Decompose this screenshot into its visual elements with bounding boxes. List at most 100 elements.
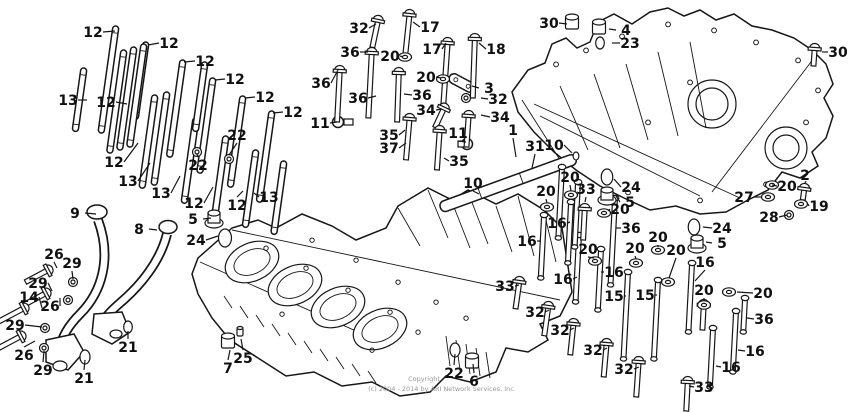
leader-line (602, 347, 608, 351)
callout-36: 36 (348, 91, 367, 107)
callout-36: 36 (754, 312, 773, 328)
washer (650, 245, 666, 255)
leader-line (403, 93, 413, 96)
leader-line (399, 55, 404, 58)
pipe9-flange (86, 204, 108, 220)
washer (696, 300, 712, 310)
leader-line (24, 324, 43, 328)
leader-line (572, 276, 578, 280)
nut (460, 92, 472, 104)
leader-line (668, 257, 677, 279)
leader-line (137, 162, 151, 182)
nut (223, 153, 235, 165)
callout-5: 5 (188, 212, 198, 228)
bolt (364, 46, 379, 119)
callout-28: 28 (759, 210, 778, 226)
callout-12: 12 (255, 90, 274, 106)
leader-line (202, 217, 212, 220)
callout-29: 29 (5, 318, 24, 334)
leader-line (398, 142, 407, 149)
bolt (432, 124, 447, 171)
callout-20: 20 (536, 184, 556, 200)
stud (564, 198, 576, 266)
callout-31: 31 (525, 139, 544, 155)
callout-13: 13 (58, 93, 77, 109)
bolt (402, 112, 417, 161)
leader-line (615, 195, 621, 203)
callout-32: 32 (614, 362, 633, 378)
washer (587, 256, 603, 266)
callout-20: 20 (648, 230, 668, 246)
callout-12: 12 (83, 25, 102, 41)
callout-29: 29 (28, 276, 47, 292)
callout-16: 16 (604, 265, 623, 281)
leader-line (804, 180, 807, 184)
nut (191, 146, 203, 158)
callout-20: 20 (560, 170, 580, 186)
callout-16: 16 (745, 344, 764, 360)
stud-bolt (150, 91, 171, 186)
callout-36: 36 (621, 221, 640, 237)
cylinder-block-outline (191, 187, 573, 397)
callout-15: 15 (635, 288, 654, 304)
callout-16: 16 (547, 216, 566, 232)
callout-16: 16 (721, 360, 740, 376)
stud-bolt (226, 95, 247, 188)
nut (38, 342, 50, 354)
leader-line (545, 198, 548, 204)
leader-line (471, 85, 480, 89)
callout-11: 11 (310, 116, 329, 132)
callout-22: 22 (227, 128, 246, 144)
rear-towers (397, 189, 557, 263)
callout-11: 11 (448, 126, 467, 142)
callout-33: 33 (495, 279, 514, 295)
callout-3: 3 (484, 81, 494, 97)
leader-line (480, 114, 491, 118)
crankcase-lower (511, 7, 834, 215)
callout-12: 12 (184, 196, 203, 212)
leader-line (412, 21, 421, 28)
leader-line (23, 340, 36, 348)
leader-line (514, 284, 520, 287)
callout-17: 17 (420, 20, 439, 36)
leader-line (148, 228, 158, 231)
watermark-line2: (c) 2004 - 2014 by ARI Network Services,… (368, 385, 516, 393)
callout-19: 19 (809, 199, 828, 215)
washer (760, 192, 776, 202)
seal-cap (597, 186, 617, 206)
callout-12: 12 (195, 54, 214, 70)
bolt (807, 42, 822, 67)
callout-5: 5 (625, 195, 635, 211)
water-pipe-8 (91, 219, 178, 345)
callout-20: 20 (666, 243, 686, 259)
callout-20: 20 (777, 179, 797, 195)
cylinder-bores (224, 240, 408, 351)
washer (628, 258, 644, 268)
stud (729, 307, 741, 375)
leader-line (102, 30, 116, 33)
callout-35: 35 (379, 128, 398, 144)
leader-line (705, 241, 713, 244)
stud (650, 276, 663, 362)
washer (793, 199, 809, 209)
callout-16: 16 (553, 272, 572, 288)
stud-bolt (255, 110, 276, 203)
leader-line (569, 327, 575, 331)
pipe8-flange (158, 219, 178, 235)
leader-line (214, 78, 226, 81)
stud-bolt (126, 43, 148, 148)
leader-line (472, 190, 480, 195)
leader-line (329, 121, 338, 124)
callout-15: 15 (604, 289, 623, 305)
callout-9: 9 (70, 206, 80, 222)
leader-line (702, 226, 713, 229)
washer (539, 202, 555, 212)
stud (706, 324, 718, 390)
washer (563, 190, 579, 200)
stud-bolt (270, 160, 288, 236)
callout-21: 21 (118, 340, 137, 356)
callout-16: 16 (695, 255, 714, 271)
callout-20: 20 (578, 242, 598, 258)
bolt (0, 329, 27, 352)
